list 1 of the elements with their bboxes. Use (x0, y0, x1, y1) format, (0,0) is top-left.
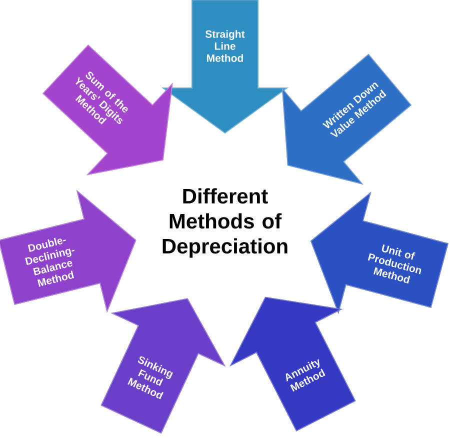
title: Different Methods of Depreciation (162, 188, 288, 258)
